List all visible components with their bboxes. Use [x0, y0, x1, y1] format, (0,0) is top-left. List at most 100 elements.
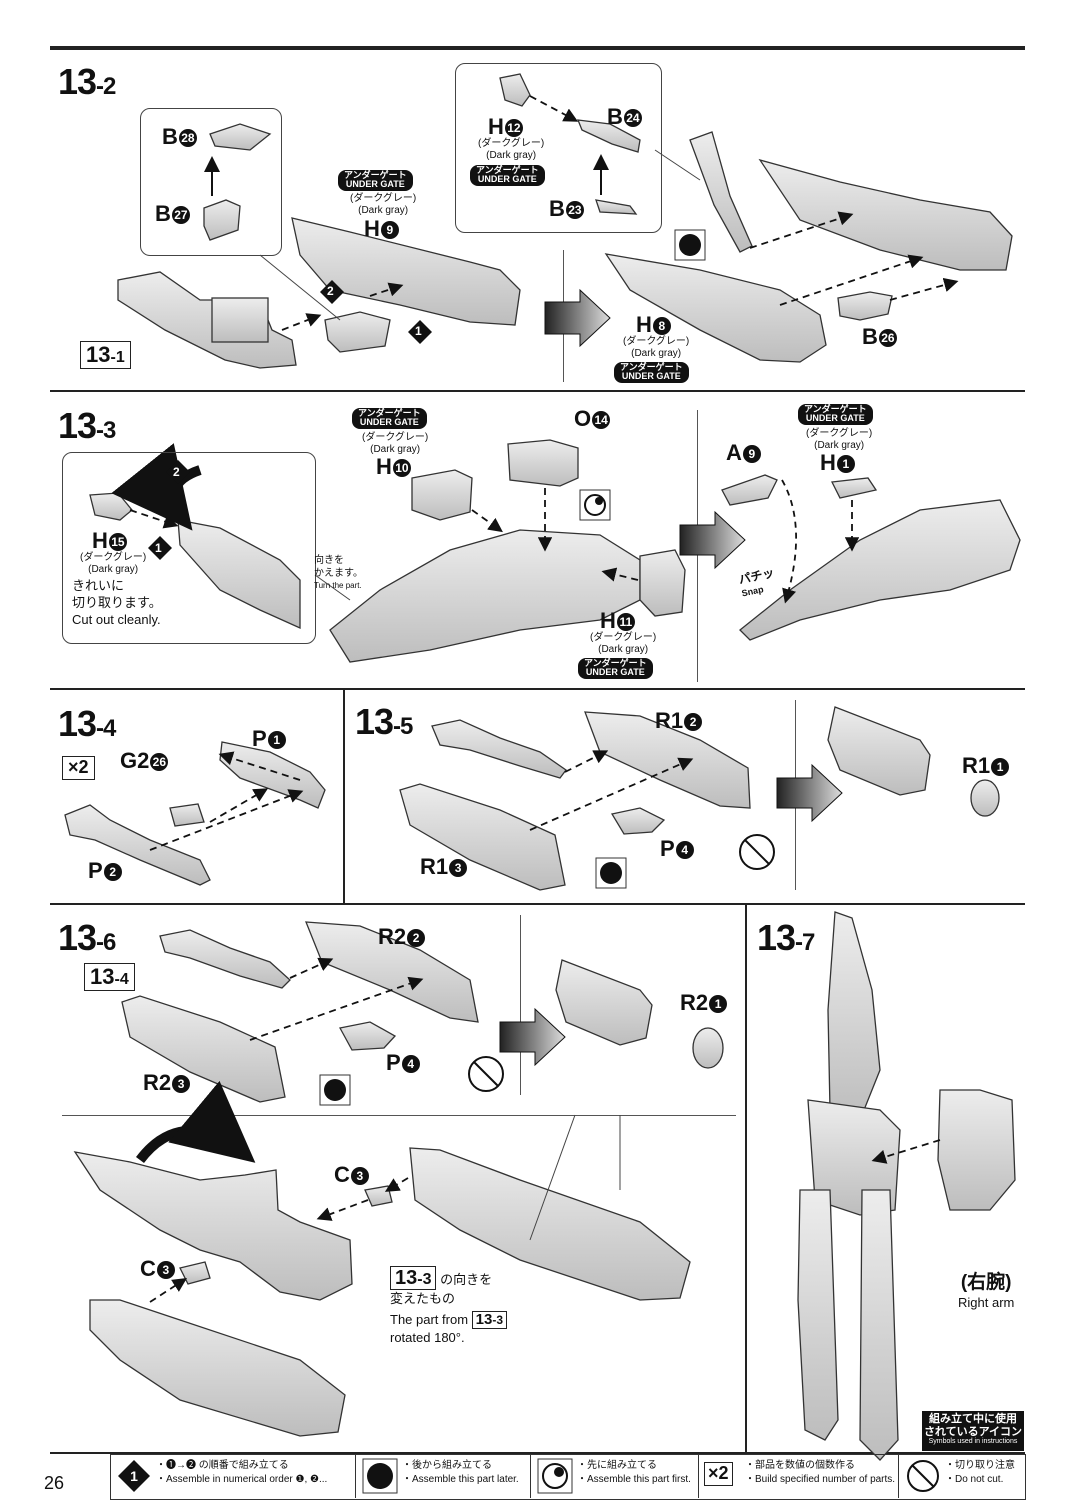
divider-13-6-13-7	[745, 905, 747, 1453]
legend-jp: ・後から組み立てる	[402, 1460, 492, 1471]
inset-13-2-right	[455, 63, 662, 233]
part-number-badge: 4	[675, 841, 694, 859]
under-gate-en: UNDER GATE	[359, 417, 419, 428]
turn-part-note: 向きを かえます。 Turn the part.	[314, 555, 363, 593]
part-number-badge: 27	[171, 206, 190, 224]
step-title-13-7: 13-7	[757, 917, 815, 958]
part-letter: C	[140, 1256, 156, 1281]
part-number-badge: 3	[172, 1075, 191, 1093]
part-13-7-tank-left	[797, 1189, 839, 1441]
color-note-h11: (ダークグレー)(Dark gray)	[590, 632, 656, 656]
legend-item-order: 1 ・❶→❷ の順番で組み立てる ・Assemble in numerical …	[112, 1456, 352, 1496]
divider-13-6	[50, 903, 1025, 905]
right-arm-en: Right arm	[958, 1294, 1015, 1310]
part-letter: B	[607, 104, 623, 129]
step-sub: -6	[96, 929, 116, 956]
later-first-icons	[319, 229, 706, 1106]
order-diamond-icon: 1	[118, 1460, 150, 1492]
part-letter: H	[488, 114, 504, 139]
legend-jp: ・❶→❷ の順番で組み立てる	[156, 1460, 289, 1471]
legend-en: ・Assemble this part first.	[577, 1473, 691, 1485]
part-letter: O	[574, 406, 592, 431]
part-letter: B	[549, 196, 565, 221]
part-b23-inset	[595, 199, 638, 215]
color-note-h10: (ダークグレー)(Dark gray)	[362, 432, 428, 456]
under-gate-jp: アンダーゲート	[344, 170, 407, 180]
page-number: 26	[44, 1473, 65, 1493]
part-number-badge: 24	[623, 109, 642, 127]
part-letter: P	[252, 726, 267, 751]
part-number-badge: 14	[592, 411, 611, 429]
legend-sep	[530, 1454, 531, 1498]
do-not-cut-icon	[907, 1460, 939, 1492]
part-letter: H	[92, 528, 108, 553]
legend-header-jp-1: 組み立て中に使用	[929, 1413, 1017, 1425]
part-p1	[219, 741, 326, 809]
legend-header: 組み立て中に使用 されているアイコン Symbols used in instr…	[922, 1411, 1024, 1451]
ref-13-4: 13-4	[84, 963, 135, 992]
part-letter: H	[600, 608, 616, 633]
ref-sub: -4	[114, 971, 129, 988]
part-number-badge: 4	[401, 1055, 420, 1073]
rot-ref-13-3: 13-3	[390, 1266, 437, 1290]
flow-arrows	[499, 288, 843, 1067]
under-gate-en: UNDER GATE	[585, 667, 645, 678]
part-letter: B	[862, 324, 878, 349]
part-13-1-body	[117, 271, 297, 369]
step-title-13-2: 13-2	[58, 64, 116, 100]
part-number-badge: 26	[878, 329, 897, 347]
part-h8-frame	[604, 253, 827, 363]
under-gate-en: UNDER GATE	[805, 413, 865, 424]
part-number-badge: 9	[380, 221, 399, 239]
part-number-badge: 2	[407, 929, 426, 947]
step-sub: -4	[96, 715, 116, 742]
svg-text:1: 1	[130, 1468, 138, 1484]
color-en: (Dark gray)	[814, 440, 865, 451]
legend-en: ・Assemble this part later.	[402, 1473, 519, 1485]
step-number: 13	[757, 917, 796, 958]
part-13-6-rod	[159, 929, 291, 989]
rot-ref-13-3-en: 13-3	[471, 1310, 508, 1330]
part-letter: H	[636, 312, 652, 337]
under-gate-en: UNDER GATE	[345, 179, 405, 190]
rot-jp-2: 変えたもの	[390, 1291, 456, 1306]
step-number: 13	[355, 701, 394, 742]
part-letter: R1	[420, 854, 449, 879]
part-number-badge: 26	[150, 753, 169, 771]
color-en: (Dark gray)	[598, 644, 649, 655]
legend-sep	[898, 1454, 899, 1498]
step-title-13-3: 13-3	[58, 408, 116, 444]
part-letter: G2	[120, 748, 150, 773]
legend-en: ・Do not cut.	[945, 1473, 1004, 1485]
inset-13-3-left	[62, 452, 316, 644]
color-jp: (ダークグレー)	[478, 138, 545, 149]
part-b28-inset	[209, 123, 272, 151]
cut-cleanly-note: きれいに 切り取ります。 Cut out cleanly.	[72, 578, 162, 629]
legend-item-first: ・先に組み立てる ・Assemble this part first.	[533, 1456, 698, 1496]
part-c3-b	[179, 1261, 211, 1285]
part-r2-1	[692, 1027, 724, 1069]
order-badge-1-13-3: 1	[155, 541, 162, 555]
part-c3-a	[364, 1185, 393, 1207]
assemble-later-icon	[362, 1458, 398, 1494]
divider-13-6-sub	[520, 915, 521, 1095]
legend-jp: ・先に組み立てる	[577, 1460, 657, 1471]
step-number: 13	[58, 917, 97, 958]
part-r1-3	[399, 783, 566, 891]
part-letter: B	[162, 124, 178, 149]
part-number-badge: 28	[178, 129, 197, 147]
part-letter: H	[820, 450, 836, 475]
